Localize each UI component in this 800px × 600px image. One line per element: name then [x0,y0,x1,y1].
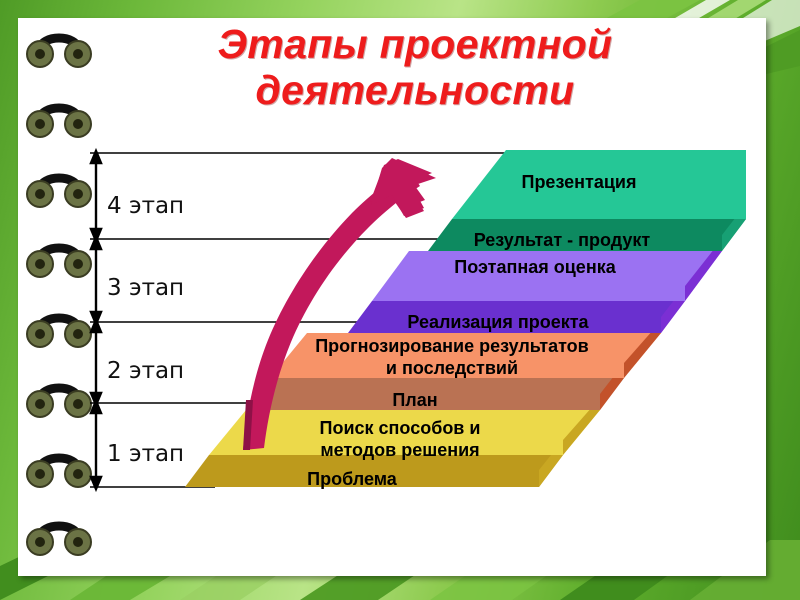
progress-arrow [243,158,436,450]
step-4-presentation [428,150,746,251]
stage-measure-arrows [89,147,103,493]
step-2-tread [270,333,661,378]
stage-label-4: 4 этап [107,193,185,219]
stage-label-3: 3 этап [107,275,185,301]
step-2-riser-label: План [392,390,437,410]
step-3-realization [348,239,722,333]
step-2-plan [246,321,661,410]
title-line-2: деятельности [255,66,575,113]
step-4-riser-label: Результат - продукт [474,230,651,250]
step-2-tread-label-2: и последствий [386,358,518,378]
step-4-riser [428,219,746,251]
step-2-side-upper [624,321,661,378]
step-1-tread-label-1: Поиск способов и [320,418,481,438]
step-4-tread [452,150,746,219]
step-3-riser-label: Реализация проекта [407,312,589,332]
step-3-side-upper [685,239,722,301]
step-4-tread-label-1: Презентация [522,172,637,192]
step-1-problem [185,398,600,487]
page-title: Этапы проектной деятельности [120,21,710,114]
step-1-side-upper [563,398,600,455]
stage-label-1: 1 этап [107,441,185,467]
step-1-riser [185,455,563,487]
step-3-tread [372,251,722,301]
step-2-riser [246,378,624,410]
title-line-1: Этапы проектной [217,21,613,67]
spiral-binding [26,33,92,556]
step-1-tread-label-2: методов решения [320,440,479,460]
stage-label-2: 2 этап [107,358,185,384]
step-2-tread-label-1: Прогнозирование результатов [315,336,589,356]
step-3-tread-label-1: Поэтапная оценка [454,257,616,277]
step-1-tread [209,410,600,455]
step-1-riser-label: Проблема [307,469,398,489]
step-3-riser [348,301,685,333]
